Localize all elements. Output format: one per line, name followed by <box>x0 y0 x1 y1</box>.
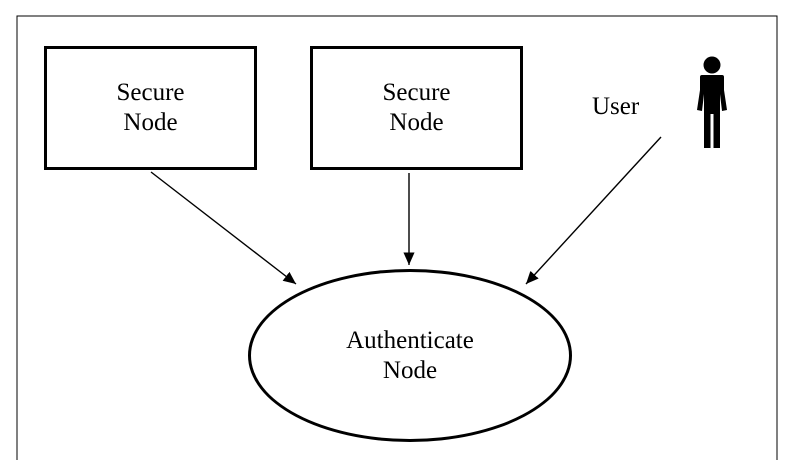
user-label: User <box>592 93 640 120</box>
secure-node-right: Secure Node <box>310 46 523 170</box>
arrow-secure-node-1-to-authenticate <box>150 171 297 285</box>
authenticate-node: Authenticate Node <box>248 269 572 442</box>
secure-node-left: Secure Node <box>44 46 257 170</box>
arrow-user-to-authenticate <box>525 136 662 285</box>
secure-node-left-line2: Node <box>123 109 178 136</box>
secure-node-right-line2: Node <box>389 109 444 136</box>
person-icon <box>697 56 727 148</box>
secure-node-right-line1: Secure <box>382 79 451 106</box>
diagram-frame <box>16 15 778 460</box>
secure-node-left-line1: Secure <box>116 79 185 106</box>
authenticate-node-line2: Node <box>382 356 438 384</box>
authenticate-node-line1: Authenticate <box>346 326 474 354</box>
